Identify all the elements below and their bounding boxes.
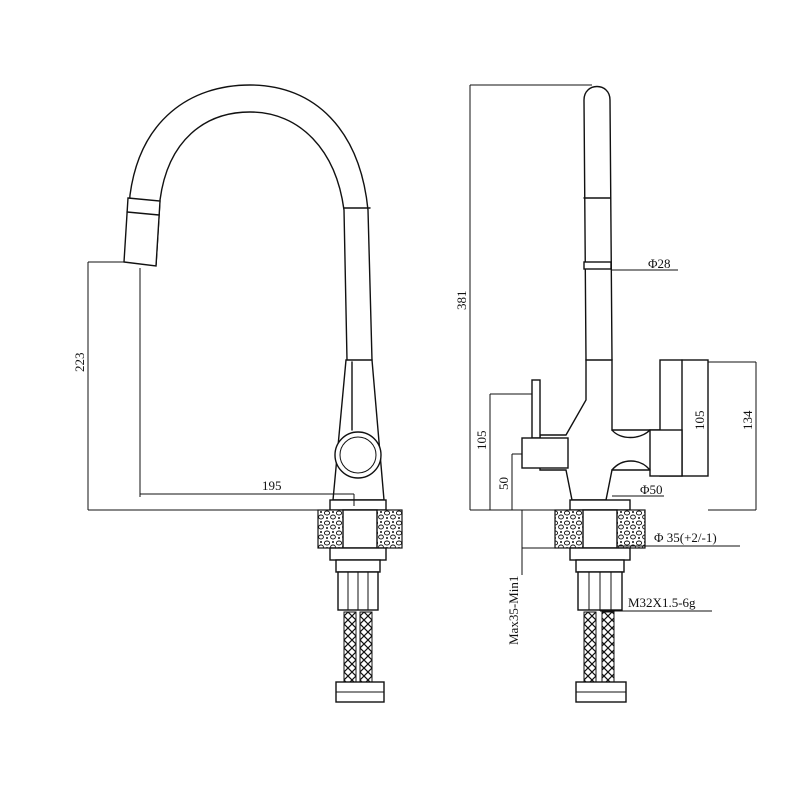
side-spout-ring	[583, 261, 612, 270]
side-shank	[582, 509, 618, 549]
dim-134-label: 134	[740, 410, 755, 430]
hose-right	[359, 611, 373, 683]
side-body	[539, 359, 661, 501]
nozzle-line	[126, 211, 160, 216]
spout-outer	[124, 84, 373, 361]
hose-left	[343, 611, 357, 683]
dim-counter-label: Max35-Min1	[506, 576, 521, 645]
body	[332, 359, 385, 501]
dim-thread-label: M32X1.5-6g	[628, 595, 696, 610]
dim-50dia-label: Φ50	[640, 482, 663, 497]
side-hose-left	[583, 611, 597, 683]
dim-28-label: Φ28	[648, 256, 671, 271]
dim-50-label: 50	[496, 477, 511, 490]
base-plate	[329, 499, 387, 511]
side-right-knob	[649, 429, 683, 477]
front-view: 223 195	[72, 84, 403, 703]
dim-105r-label: 105	[692, 411, 707, 431]
dim-381-label: 381	[454, 291, 469, 311]
side-body-curve-2	[611, 460, 651, 471]
washer	[329, 547, 387, 561]
spout-nozzle	[123, 197, 161, 267]
side-body-curve	[611, 429, 651, 439]
nut-top	[335, 559, 381, 573]
side-left-handle	[521, 437, 569, 469]
dim-195-label: 195	[262, 478, 282, 493]
side-view: 381 105 50 134 105 Φ28 Φ50 Φ 35(+2/-1) M…	[454, 84, 757, 703]
dim-223-label: 223	[72, 353, 87, 373]
side-hose-right	[601, 611, 615, 683]
side-spout	[583, 85, 613, 391]
handle-disc	[334, 431, 382, 479]
side-base-plate	[569, 499, 631, 511]
side-lever-stem	[531, 379, 541, 439]
handle-disc-inner	[339, 436, 377, 474]
mount-shank	[342, 509, 378, 549]
dim-35-label: Φ 35(+2/-1)	[654, 530, 717, 545]
dim-105l-label: 105	[474, 431, 489, 451]
spout-inner	[155, 111, 348, 361]
side-washer	[569, 547, 631, 561]
side-nut-top	[575, 559, 625, 573]
